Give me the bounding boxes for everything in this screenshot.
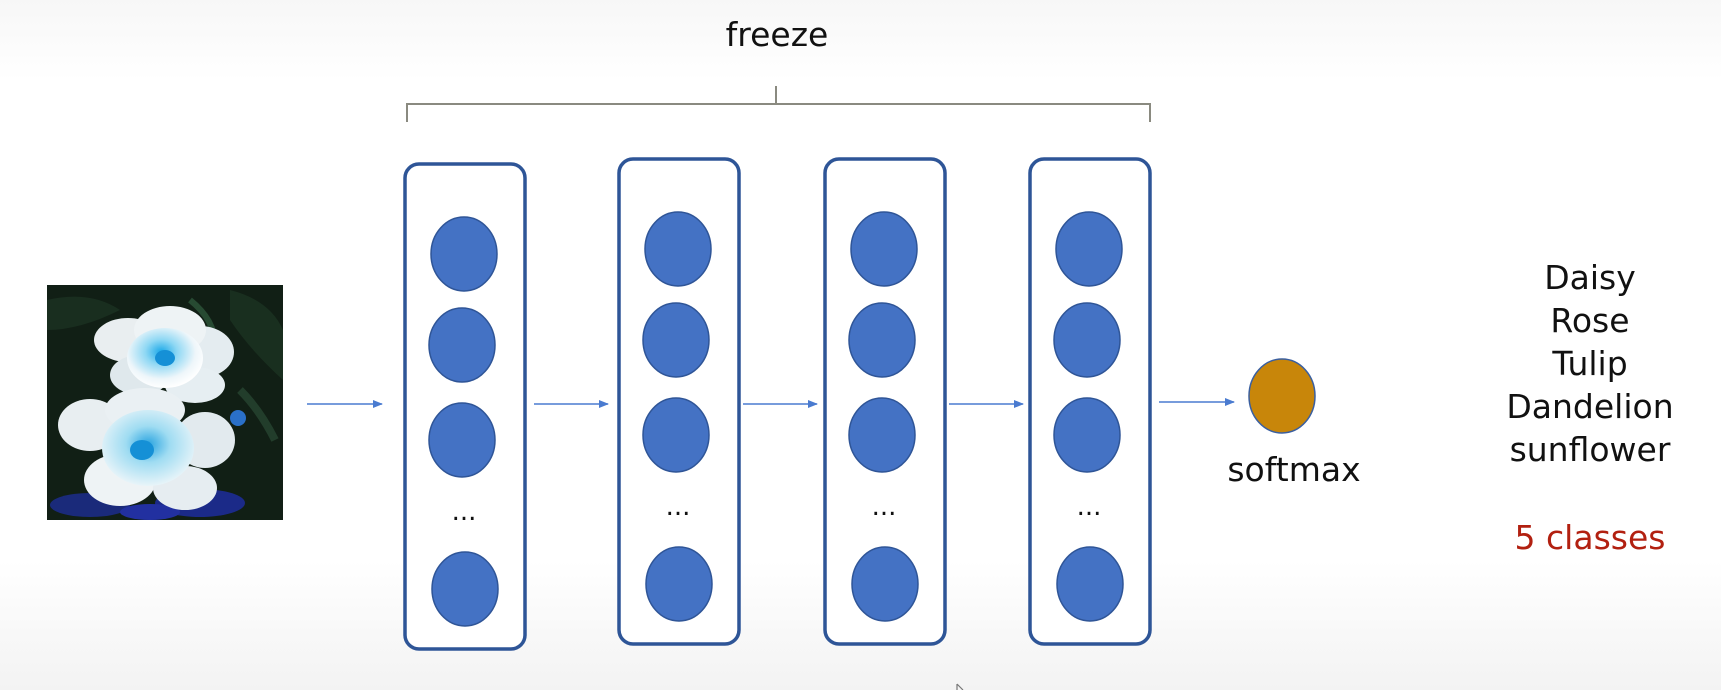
layer-2-node (645, 546, 713, 622)
layer-1-node (428, 307, 496, 383)
class-list: Daisy Rose Tulip Dandelion sunflower (1506, 258, 1673, 469)
layer-4-node (1053, 397, 1121, 473)
class-label: sunflower (1510, 430, 1671, 469)
layer-1-node (431, 551, 499, 627)
softmax-unit: softmax (1227, 358, 1361, 489)
layer-4-ellipsis: ... (1077, 492, 1102, 522)
input-flower-image (47, 285, 283, 520)
arrows (307, 398, 1235, 408)
layer-2-node (644, 211, 712, 287)
class-label: Daisy (1544, 258, 1636, 297)
classes-count-label: 5 classes (1515, 518, 1666, 557)
layer-2-node (642, 397, 710, 473)
layer-4-node (1053, 302, 1121, 378)
freeze-bracket (406, 86, 1151, 122)
freeze-label: freeze (726, 15, 829, 54)
class-label: Rose (1550, 301, 1629, 340)
softmax-label: softmax (1227, 450, 1360, 489)
layer-2: ... (617, 157, 741, 646)
layer-3-ellipsis: ... (872, 492, 897, 522)
layer-3-node (848, 302, 916, 378)
layer-2-ellipsis: ... (666, 492, 691, 522)
layer-1-node (428, 402, 496, 478)
layer-4-node (1056, 546, 1124, 622)
mouse-cursor-icon (956, 683, 964, 690)
layer-3: ... (823, 157, 947, 646)
layer-3-node (850, 211, 918, 287)
softmax-node (1248, 358, 1316, 434)
layer-3-node (848, 397, 916, 473)
layer-3-node (851, 546, 919, 622)
layer-4: ... (1028, 157, 1152, 646)
layer-1: ... (403, 162, 527, 651)
layer-1-node (430, 216, 498, 292)
class-label: Dandelion (1506, 387, 1673, 426)
layer-4-node (1055, 211, 1123, 287)
layer-2-node (642, 302, 710, 378)
layer-1-ellipsis: ... (452, 497, 477, 527)
class-label: Tulip (1551, 344, 1627, 383)
